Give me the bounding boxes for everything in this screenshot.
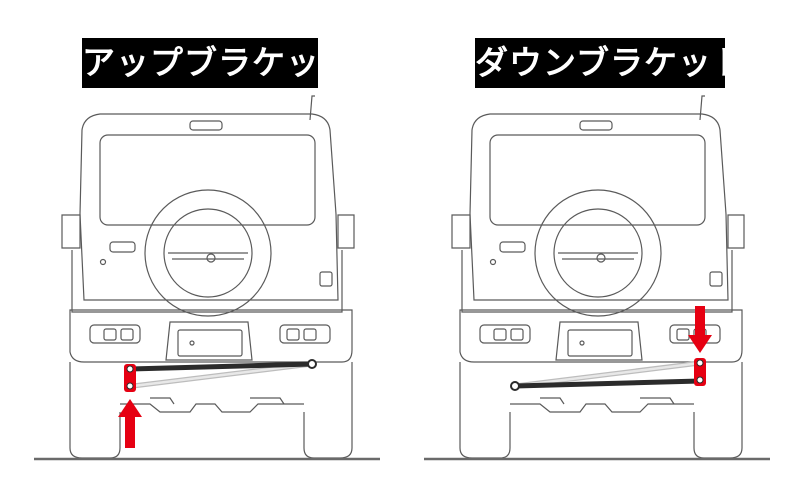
up-bracket-illustration xyxy=(34,95,380,461)
up-bracket xyxy=(124,364,136,392)
down-bracket xyxy=(694,358,706,386)
down-arrow-icon xyxy=(688,306,712,353)
down-bracket-panel: ダウンブラケット xyxy=(400,0,800,490)
lateral-rod xyxy=(127,359,317,389)
vehicle-rear-outline xyxy=(451,95,745,459)
down-bracket-title: ダウンブラケット xyxy=(475,38,745,88)
up-bracket-panel: アップブラケット xyxy=(34,38,380,461)
up-bracket-title: アップブラケット xyxy=(82,38,353,88)
up-arrow-icon xyxy=(118,399,142,448)
lateral-rod xyxy=(510,360,703,391)
vehicle-rear-outline xyxy=(61,95,355,459)
down-bracket-illustration xyxy=(424,95,770,461)
